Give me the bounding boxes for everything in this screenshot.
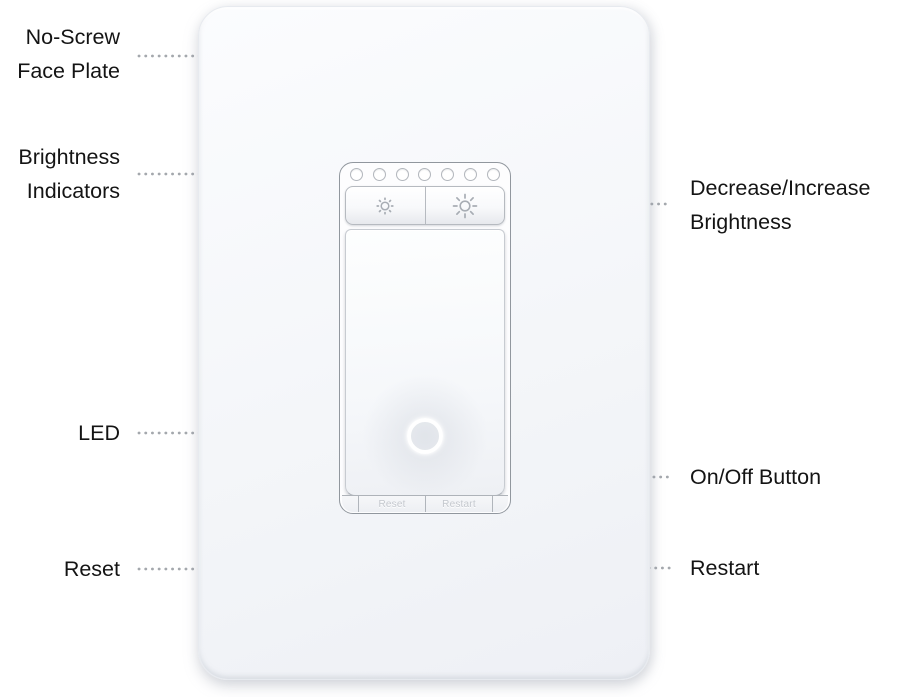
indicator-dot [486,168,500,181]
callout-face-plate-line2: Face Plate [17,59,120,83]
tab-spacer-left [342,496,358,512]
callout-restart-label: Restart [690,556,760,580]
callout-led-label: LED [78,421,120,445]
tab-strip: Reset Restart [342,495,508,512]
indicator-dot [372,168,386,181]
callout-brightness-line2: Indicators [26,179,120,203]
callout-face-plate-line1: No-Screw [25,25,120,49]
onoff-button [345,229,505,496]
callout-decrease-line2: Brightness [690,210,792,234]
callout-led: LED [78,416,120,450]
bright-sun-icon [452,193,478,218]
callout-onoff: On/Off Button [690,460,821,494]
restart-tab-label: Restart [442,498,476,510]
indicator-dot [350,168,363,181]
decrease-brightness-button [346,187,426,224]
indicator-dot [395,168,409,181]
indicator-dot [418,168,432,181]
tab-spacer-right [492,496,508,512]
led-ring [407,418,443,454]
dim-sun-icon [376,196,394,215]
dimmer-switch: Reset Restart [339,162,511,514]
callout-restart: Restart [690,551,759,585]
face-plate: Reset Restart [198,6,650,680]
brightness-rocker [345,186,505,225]
callout-reset-label: Reset [63,557,120,581]
brightness-indicators [340,168,510,182]
increase-brightness-button [426,187,505,224]
callout-face-plate: No-Screw Face Plate [17,20,120,88]
indicator-dot [464,168,478,181]
callout-decrease-line1: Decrease/Increase [690,176,871,200]
callout-brightness-line1: Brightness [18,145,120,169]
callout-reset: Reset [64,552,120,586]
callout-decrease-increase: Decrease/Increase Brightness [690,171,870,239]
reset-tab: Reset [358,496,425,512]
callout-brightness-indicators: Brightness Indicators [18,140,120,208]
restart-tab: Restart [425,496,492,512]
callout-onoff-label: On/Off Button [690,465,822,489]
indicator-dot [441,168,455,181]
reset-tab-label: Reset [378,498,406,510]
